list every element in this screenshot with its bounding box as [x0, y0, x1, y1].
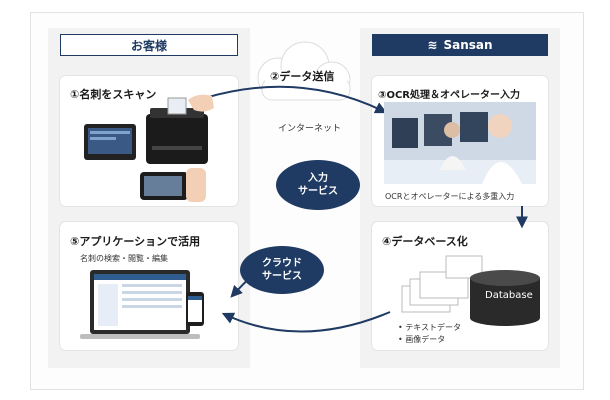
database-label: Database — [485, 290, 533, 301]
input-service-bubble: 入力 サービス — [276, 160, 360, 210]
cloud-service-bubble: クラウド サービス — [240, 246, 324, 294]
step4-title: ④データベース化 — [382, 235, 468, 248]
sansan-header-label: Sansan — [443, 38, 493, 52]
step4-item-image: • 画像データ — [398, 335, 446, 344]
customer-header: お客様 — [60, 34, 238, 56]
app-smartphone-icon — [186, 292, 204, 326]
arrow-database-to-app — [221, 311, 391, 333]
step3-caption: OCRとオペレーターによる多重入力 — [385, 192, 515, 201]
internet-label: インターネット — [278, 124, 342, 134]
sansan-logo-icon: ≋ — [427, 38, 438, 52]
cloud-label: ②データ送信 — [270, 70, 335, 83]
hand-icon — [188, 94, 214, 112]
database-icon — [470, 270, 540, 326]
smartphone-icon — [140, 168, 206, 202]
operators-photo — [384, 102, 536, 184]
scanner-icon — [146, 97, 208, 164]
step1-title: ①名刺をスキャン — [70, 88, 157, 101]
arrow-send-to-sansan — [204, 85, 388, 114]
tablet-icon — [84, 124, 136, 160]
laptop-icon — [80, 270, 200, 339]
step5-title: ⑤アプリケーションで活用 — [70, 235, 201, 248]
step3-title: ③OCR処理＆オペレーター入力 — [378, 90, 521, 101]
sansan-header: ≋ Sansan — [372, 34, 548, 56]
step4-item-text: • テキストデータ — [398, 323, 462, 332]
business-cards-stack — [401, 255, 483, 313]
step5-caption: 名刺の検索・閲覧・編集 — [80, 254, 168, 263]
